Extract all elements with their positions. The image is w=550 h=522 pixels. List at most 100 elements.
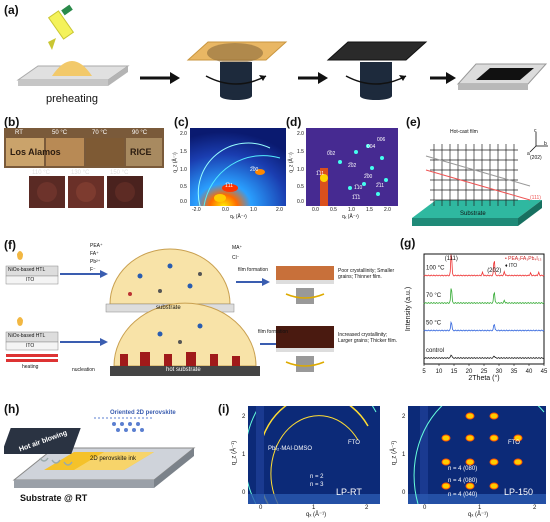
i-left-annot-fto: FTO	[348, 440, 360, 446]
d-peak-211: 2̅11	[376, 183, 384, 189]
d-ytick-2: 1.0	[297, 167, 304, 173]
i-left-xtick-2: 2	[365, 505, 369, 511]
i-left-xtick-1: 1	[312, 505, 316, 511]
i-left-annot-n2: n = 2	[310, 474, 324, 480]
i-left-xtick-0: 0	[259, 505, 263, 511]
d-peak-002: 0̅02	[327, 151, 336, 157]
d-xlabel: qₓ (Å⁻¹)	[342, 214, 359, 220]
i-ylabel-left: q_z (Å⁻¹)	[231, 440, 238, 466]
x-tick-label-3: 20	[466, 369, 473, 375]
x-tick-label-1: 10	[436, 369, 443, 375]
i-left-ytick-1: 1	[242, 452, 246, 458]
i-right-xtick-0: 0	[423, 505, 427, 511]
panel-label-h: (h)	[4, 402, 20, 416]
f-ion-fa: FA⁺	[90, 251, 99, 257]
panel-label-e: (e)	[406, 115, 421, 129]
caption-preheating: preheating	[46, 93, 98, 105]
c-peak-200: 2̅00	[250, 167, 259, 173]
f-layer-top-1: NiOx-based HTL	[8, 267, 46, 273]
e-axis-c: c	[534, 128, 537, 134]
panel-label-g: (g)	[400, 236, 416, 250]
c-ytick-1: 0.5	[180, 184, 187, 190]
d-ytick-1: 0.5	[297, 184, 304, 190]
c-ytick-4: 2.0	[180, 131, 187, 137]
f-result-top: Poor crystallinity; Smaller grains; Thin…	[338, 268, 395, 280]
d-peak-200: 2̅00	[364, 174, 373, 180]
f-ion-f: F⁻	[90, 267, 96, 273]
d-ylabel: q_z (Å⁻¹)	[288, 152, 295, 173]
d-peak-111: 1̅11	[316, 171, 324, 177]
d-ytick-3: 1.5	[297, 149, 304, 155]
h-substrate: Substrate @ RT	[20, 493, 88, 503]
i-right-xtick-2: 2	[533, 505, 537, 511]
series-line-1	[423, 288, 545, 305]
x-tick-label-6: 35	[511, 369, 518, 375]
pipette-icon	[47, 4, 75, 50]
f-substrate: substrate	[156, 305, 181, 311]
b-logo-losalamos: Los Alamos	[10, 147, 61, 157]
panel-a-graphic	[16, 4, 548, 100]
b-temp-50: 50 °C	[52, 130, 68, 136]
i-left-ytick-0: 0	[242, 490, 246, 496]
series-label-1: 70 °C	[426, 293, 442, 299]
i-left-annot-n3: n = 3	[310, 482, 324, 488]
i-right-ytick-1: 1	[402, 452, 406, 458]
i-right-title: LP-150	[504, 487, 534, 497]
i-right-annot-fto: FTO	[508, 440, 520, 446]
f-ion-pea: PEA⁺	[90, 243, 103, 249]
i-left-title: LP-RT	[336, 487, 362, 497]
c-xtick-3: 2.0	[276, 207, 283, 213]
panel-label-c: (c)	[174, 115, 189, 129]
f-hot-substrate: hot substrate	[166, 367, 201, 373]
f-heating: heating	[22, 364, 39, 370]
f-ion-ma: MA⁺	[232, 245, 243, 251]
c-ytick-2: 1.0	[180, 167, 187, 173]
b-temp-130: 130 °C	[71, 170, 90, 176]
i-left-annot-pbi2: PbI₂·MAI·DMSO	[268, 446, 312, 452]
x-tick-label-4: 25	[481, 369, 488, 375]
c-xtick-0: -2.0	[192, 207, 201, 213]
b-temp-rt: RT	[15, 130, 23, 136]
d-ytick-4: 2.0	[297, 131, 304, 137]
series-line-2	[423, 320, 545, 332]
f-result-bottom: Increased crystallinity; Larger grains; …	[338, 332, 398, 344]
c-ylabel: q_z (Å⁻¹)	[172, 152, 179, 173]
x-tick-label-2: 15	[451, 369, 458, 375]
d-peak-1-11: 1̅1̅1	[352, 195, 361, 201]
b-logo-rice: RICE	[130, 147, 152, 157]
panel-d-giwaxs	[306, 128, 398, 206]
i-right-xtick-1: 1	[478, 505, 482, 511]
legend-entry-1: ♦ ITO	[505, 263, 517, 269]
x-tick-label-8: 45	[541, 369, 548, 375]
i-right-ytick-2: 2	[402, 414, 406, 420]
c-peak-111: 1̅11	[225, 183, 233, 189]
i-left-ytick-2: 2	[242, 414, 246, 420]
series-label-2: 50 °C	[426, 321, 442, 327]
series-line-3	[423, 354, 545, 359]
panel-label-b: (b)	[4, 115, 20, 129]
d-xtick-3: 1.5	[366, 207, 373, 213]
i-xlabel-right: qₓ (Å⁻¹)	[468, 512, 489, 518]
panel-i-right-giwaxs	[408, 406, 546, 504]
d-peak-004: 004	[367, 144, 376, 150]
f-layer-ito-2: ITO	[26, 343, 35, 349]
b-temp-150: 150 °C	[110, 170, 129, 176]
f-ion-cl: Cl⁻	[232, 255, 240, 261]
i-right-ytick-0: 0	[402, 490, 406, 496]
c-ytick-3: 1.5	[180, 149, 187, 155]
c-xlabel: qₓ (Å⁻¹)	[230, 214, 247, 220]
d-xtick-0: 0.0	[312, 207, 319, 213]
e-annot-111: (111)	[530, 195, 541, 201]
y-axis-label: Intensity (a.u.)	[405, 287, 412, 331]
f-ion-pb: Pb²⁺	[90, 259, 101, 265]
series-label-3: control	[426, 348, 444, 354]
c-xtick-2: 1.0	[250, 207, 257, 213]
i-right-annot-n4-b: n = 4 (080)	[448, 478, 478, 484]
peak-annotation-202: (202)	[487, 268, 501, 274]
series-label-0: 100 °C	[426, 266, 445, 272]
d-peak-006: 006	[377, 137, 386, 143]
f-layer-ito-1: ITO	[26, 277, 35, 283]
panel-label-i: (i)	[218, 402, 230, 416]
e-axis-a: a	[527, 151, 530, 157]
e-title: Hot-cast film	[450, 129, 478, 135]
